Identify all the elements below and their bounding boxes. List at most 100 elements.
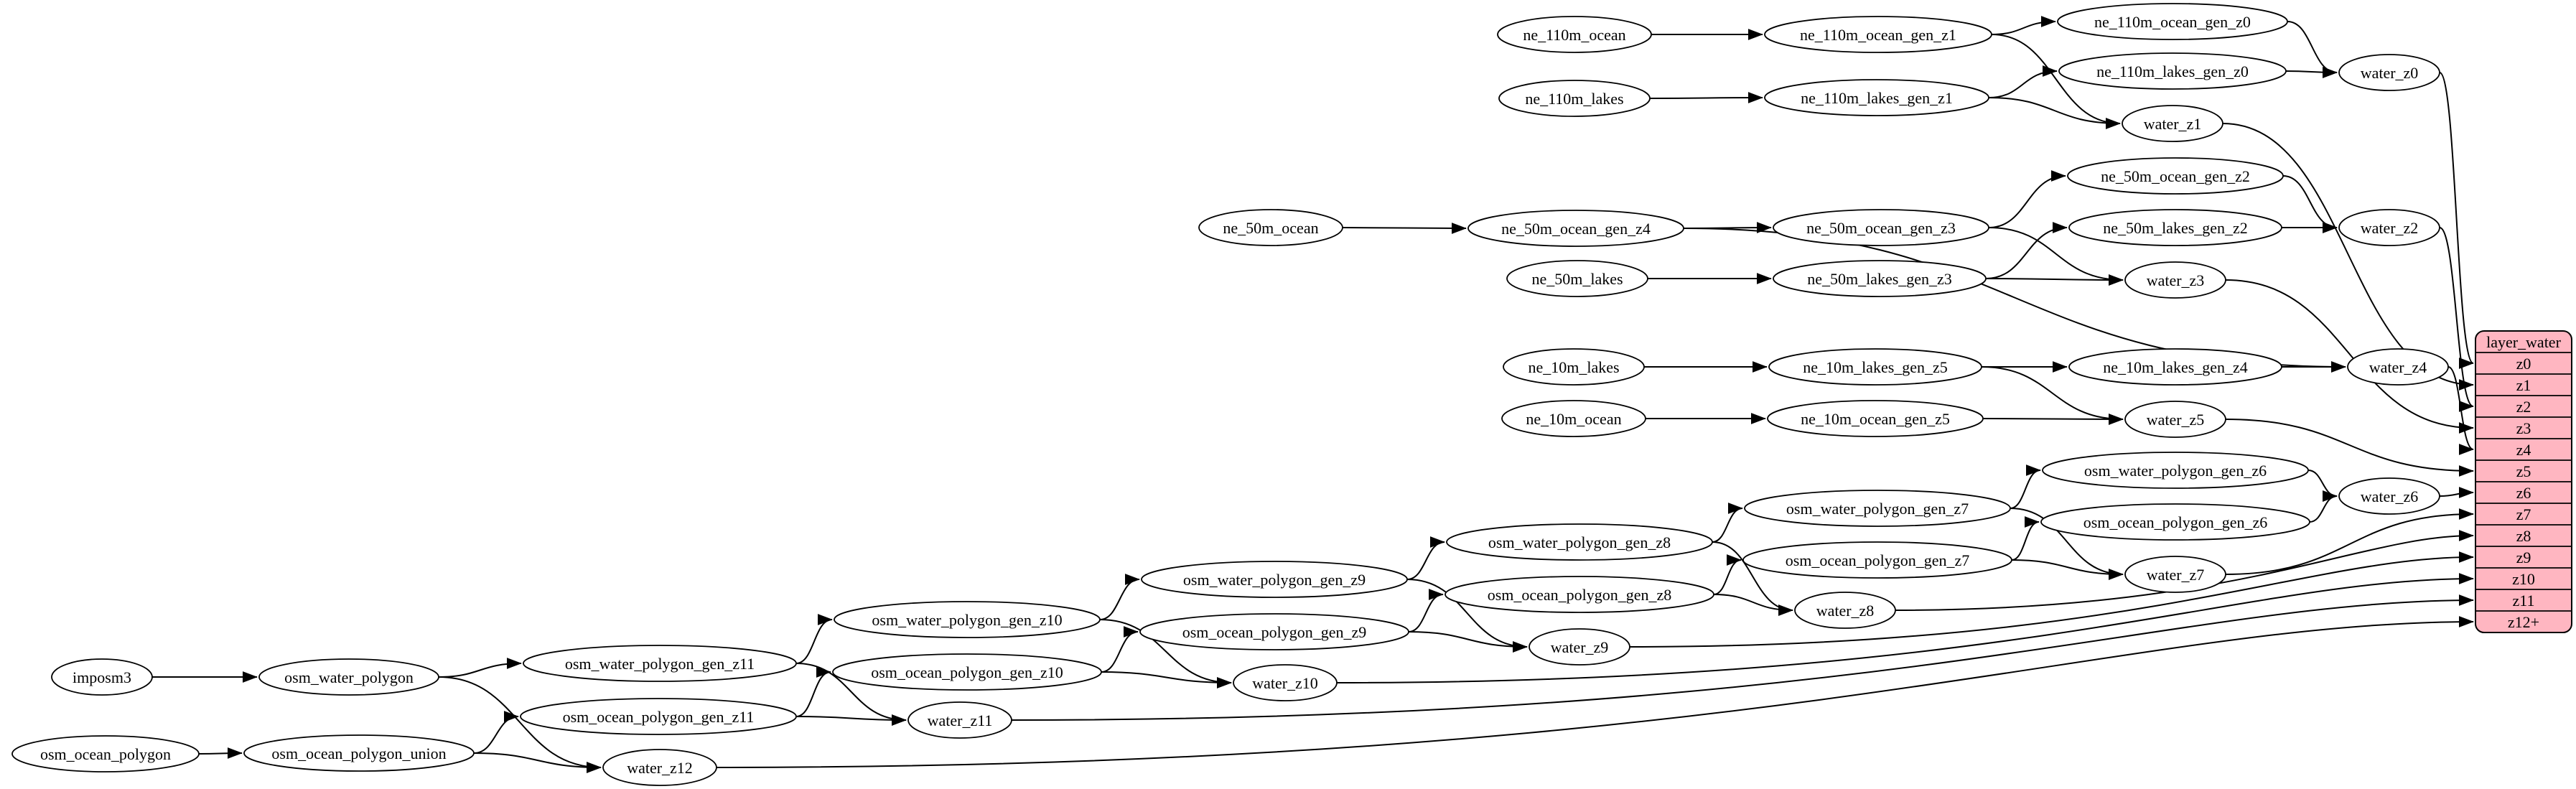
edge-osm_ocean_polygon_union-to-osm_ocean_polygon_gen_z11 xyxy=(473,711,519,754)
table-row-z7: z7 xyxy=(2516,505,2531,523)
edge-osm_ocean_polygon_gen_z9-to-osm_ocean_polygon_gen_z8 xyxy=(1408,589,1444,632)
water_z10-ellipse xyxy=(1233,664,1338,701)
ne_10m_lakes-label: ne_10m_lakes xyxy=(1528,358,1619,376)
ne_110m_ocean_gen_z1-label: ne_110m_ocean_gen_z1 xyxy=(1800,26,1956,44)
ne_110m_ocean-label: ne_110m_ocean xyxy=(1523,26,1625,44)
node-ne_50m_ocean_gen_z3: ne_50m_ocean_gen_z3 xyxy=(1773,209,1989,246)
water_z6-label: water_z6 xyxy=(2361,487,2419,505)
node-water_z12: water_z12 xyxy=(602,749,717,786)
osm_ocean_polygon_gen_z7-ellipse xyxy=(1742,541,2012,579)
osm_water_polygon_gen_z7-label: osm_water_polygon_gen_z7 xyxy=(1786,500,1969,518)
edge-water_z8-to-layer-water-z8 xyxy=(1895,530,2474,611)
table-row-z1: z1 xyxy=(2516,376,2531,394)
water_z3-ellipse xyxy=(2124,261,2226,299)
node-water_z2: water_z2 xyxy=(2338,209,2440,246)
osm_water_polygon_gen_z6-ellipse xyxy=(2042,452,2309,489)
ne_110m_ocean_gen_z0-label: ne_110m_ocean_gen_z0 xyxy=(2094,13,2251,31)
node-ne_50m_ocean_gen_z2: ne_50m_ocean_gen_z2 xyxy=(2067,157,2284,195)
node-osm_water_polygon_gen_z7: osm_water_polygon_gen_z7 xyxy=(1744,490,2011,527)
node-osm_ocean_polygon_gen_z7: osm_ocean_polygon_gen_z7 xyxy=(1742,541,2012,579)
ne_10m_lakes_gen_z4-label: ne_10m_lakes_gen_z4 xyxy=(2103,358,2248,376)
osm_ocean_polygon_gen_z6-label: osm_ocean_polygon_gen_z6 xyxy=(2083,513,2268,531)
node-ne_10m_ocean: ne_10m_ocean xyxy=(1501,400,1646,437)
edge-ne_50m_lakes_gen_z3-to-water_z3 xyxy=(1985,274,2124,286)
imposm3-label: imposm3 xyxy=(73,668,131,686)
node-osm_ocean_polygon_union: osm_ocean_polygon_union xyxy=(243,734,475,772)
table-row-z8: z8 xyxy=(2516,527,2531,545)
water_z1-label: water_z1 xyxy=(2144,115,2202,133)
table-row-z6: z6 xyxy=(2516,484,2531,502)
node-osm_ocean_polygon: osm_ocean_polygon xyxy=(11,735,200,772)
node-ne_10m_lakes: ne_10m_lakes xyxy=(1503,348,1645,386)
node-osm_water_polygon_gen_z9: osm_water_polygon_gen_z9 xyxy=(1141,561,1408,598)
ne_50m_ocean_gen_z2-label: ne_50m_ocean_gen_z2 xyxy=(2101,167,2250,185)
ne_50m_ocean_gen_z4-ellipse xyxy=(1467,210,1684,247)
water_z8-ellipse xyxy=(1794,592,1896,629)
edge-ne_50m_ocean_gen_z4-to-water_z4 xyxy=(1683,228,2346,373)
ne_110m_ocean_gen_z0-ellipse xyxy=(2057,3,2288,40)
node-osm_water_polygon_gen_z10: osm_water_polygon_gen_z10 xyxy=(834,601,1101,638)
osm_ocean_polygon_gen_z11-ellipse xyxy=(520,698,797,735)
edge-ne_110m_ocean_gen_z1-to-ne_110m_ocean_gen_z0 xyxy=(1991,16,2056,35)
edge-ne_10m_lakes_gen_z5-to-water_z5 xyxy=(1981,366,2124,425)
node-osm_ocean_polygon_gen_z11: osm_ocean_polygon_gen_z11 xyxy=(520,698,797,735)
osm_water_polygon_gen_z8-ellipse xyxy=(1446,523,1713,561)
edge-osm_ocean_polygon_gen_z8-to-osm_ocean_polygon_gen_z7 xyxy=(1713,554,1742,595)
edge-water_z10-to-layer-water-z10 xyxy=(1336,573,2474,683)
node-osm_water_polygon_gen_z6: osm_water_polygon_gen_z6 xyxy=(2042,452,2309,489)
node-osm_water_polygon: osm_water_polygon xyxy=(258,658,439,696)
water_z4-label: water_z4 xyxy=(2369,358,2427,376)
osm_ocean_polygon_gen_z6-ellipse xyxy=(2040,503,2310,541)
ne_10m_lakes_gen_z5-label: ne_10m_lakes_gen_z5 xyxy=(1803,358,1948,376)
ne_10m_lakes_gen_z4-ellipse xyxy=(2068,348,2282,386)
edge-water_z2-to-layer-water-z2 xyxy=(2439,227,2474,412)
table-row-z9: z9 xyxy=(2516,548,2531,566)
edge-ne_110m_lakes_gen_z1-to-water_z1 xyxy=(1988,97,2121,129)
edge-osm_ocean_polygon_gen_z11-to-osm_ocean_polygon_gen_z10 xyxy=(795,666,831,717)
node-ne_110m_lakes_gen_z0: ne_110m_lakes_gen_z0 xyxy=(2058,52,2287,90)
node-ne_110m_ocean_gen_z1: ne_110m_ocean_gen_z1 xyxy=(1764,16,1992,53)
water_z12-ellipse xyxy=(602,749,717,786)
water_z11-label: water_z11 xyxy=(928,711,993,729)
water_z2-ellipse xyxy=(2338,209,2440,246)
node-ne_50m_ocean: ne_50m_ocean xyxy=(1198,209,1343,246)
ne_50m_lakes_gen_z3-ellipse xyxy=(1773,260,1987,297)
node-water_z6: water_z6 xyxy=(2338,477,2440,515)
node-ne_50m_lakes_gen_z2: ne_50m_lakes_gen_z2 xyxy=(2068,209,2282,246)
node-osm_ocean_polygon_gen_z8: osm_ocean_polygon_gen_z8 xyxy=(1445,576,1714,613)
ne_50m_ocean-ellipse xyxy=(1198,209,1343,246)
edge-osm_water_polygon_gen_z10-to-water_z10 xyxy=(1099,619,1232,688)
osm_ocean_polygon_union-label: osm_ocean_polygon_union xyxy=(271,744,446,762)
edge-water_z12-to-layer-water-z12-plus xyxy=(716,616,2474,768)
ne_10m_ocean_gen_z5-label: ne_10m_ocean_gen_z5 xyxy=(1801,410,1950,428)
osm_ocean_polygon-ellipse xyxy=(11,735,200,772)
edge-water_z3-to-layer-water-z3 xyxy=(2225,279,2474,434)
table-row-z10: z10 xyxy=(2512,570,2535,588)
node-water_z10: water_z10 xyxy=(1233,664,1338,701)
osm_water_polygon_gen_z11-ellipse xyxy=(523,645,797,682)
water_z11-ellipse xyxy=(907,701,1012,739)
edge-water_z9-to-layer-water-z9 xyxy=(1629,551,2474,648)
water_z8-label: water_z8 xyxy=(1816,602,1875,620)
ne_50m_ocean_gen_z3-ellipse xyxy=(1773,209,1989,246)
edge-osm_water_polygon_gen_z9-to-osm_water_polygon_gen_z8 xyxy=(1406,536,1445,580)
edge-water_z0-to-layer-water-z0 xyxy=(2439,72,2474,369)
ne_110m_lakes_gen_z0-label: ne_110m_lakes_gen_z0 xyxy=(2096,62,2249,80)
ne_50m_ocean_gen_z4-label: ne_50m_ocean_gen_z4 xyxy=(1501,220,1651,238)
water_z10-label: water_z10 xyxy=(1252,674,1318,692)
node-ne_110m_lakes_gen_z1: ne_110m_lakes_gen_z1 xyxy=(1764,79,1989,116)
osm_water_polygon_gen_z6-label: osm_water_polygon_gen_z6 xyxy=(2084,462,2267,480)
edge-water_z4-to-layer-water-z4 xyxy=(2447,366,2474,455)
node-water_z9: water_z9 xyxy=(1529,628,1630,666)
node-osm_water_polygon_gen_z8: osm_water_polygon_gen_z8 xyxy=(1446,523,1713,561)
edge-osm_water_polygon_gen_z10-to-osm_water_polygon_gen_z9 xyxy=(1099,574,1140,620)
osm_water_polygon_gen_z10-label: osm_water_polygon_gen_z10 xyxy=(872,611,1062,629)
osm_ocean_polygon_gen_z9-label: osm_ocean_polygon_gen_z9 xyxy=(1182,623,1367,641)
edge-osm_water_polygon_gen_z11-to-water_z11 xyxy=(795,663,907,726)
ne_10m_ocean_gen_z5-ellipse xyxy=(1767,400,1984,437)
node-ne_110m_lakes: ne_110m_lakes xyxy=(1498,80,1651,117)
ne_110m_ocean_gen_z1-ellipse xyxy=(1764,16,1992,53)
node-ne_50m_lakes: ne_50m_lakes xyxy=(1506,260,1648,297)
table-row-z4: z4 xyxy=(2516,441,2531,459)
